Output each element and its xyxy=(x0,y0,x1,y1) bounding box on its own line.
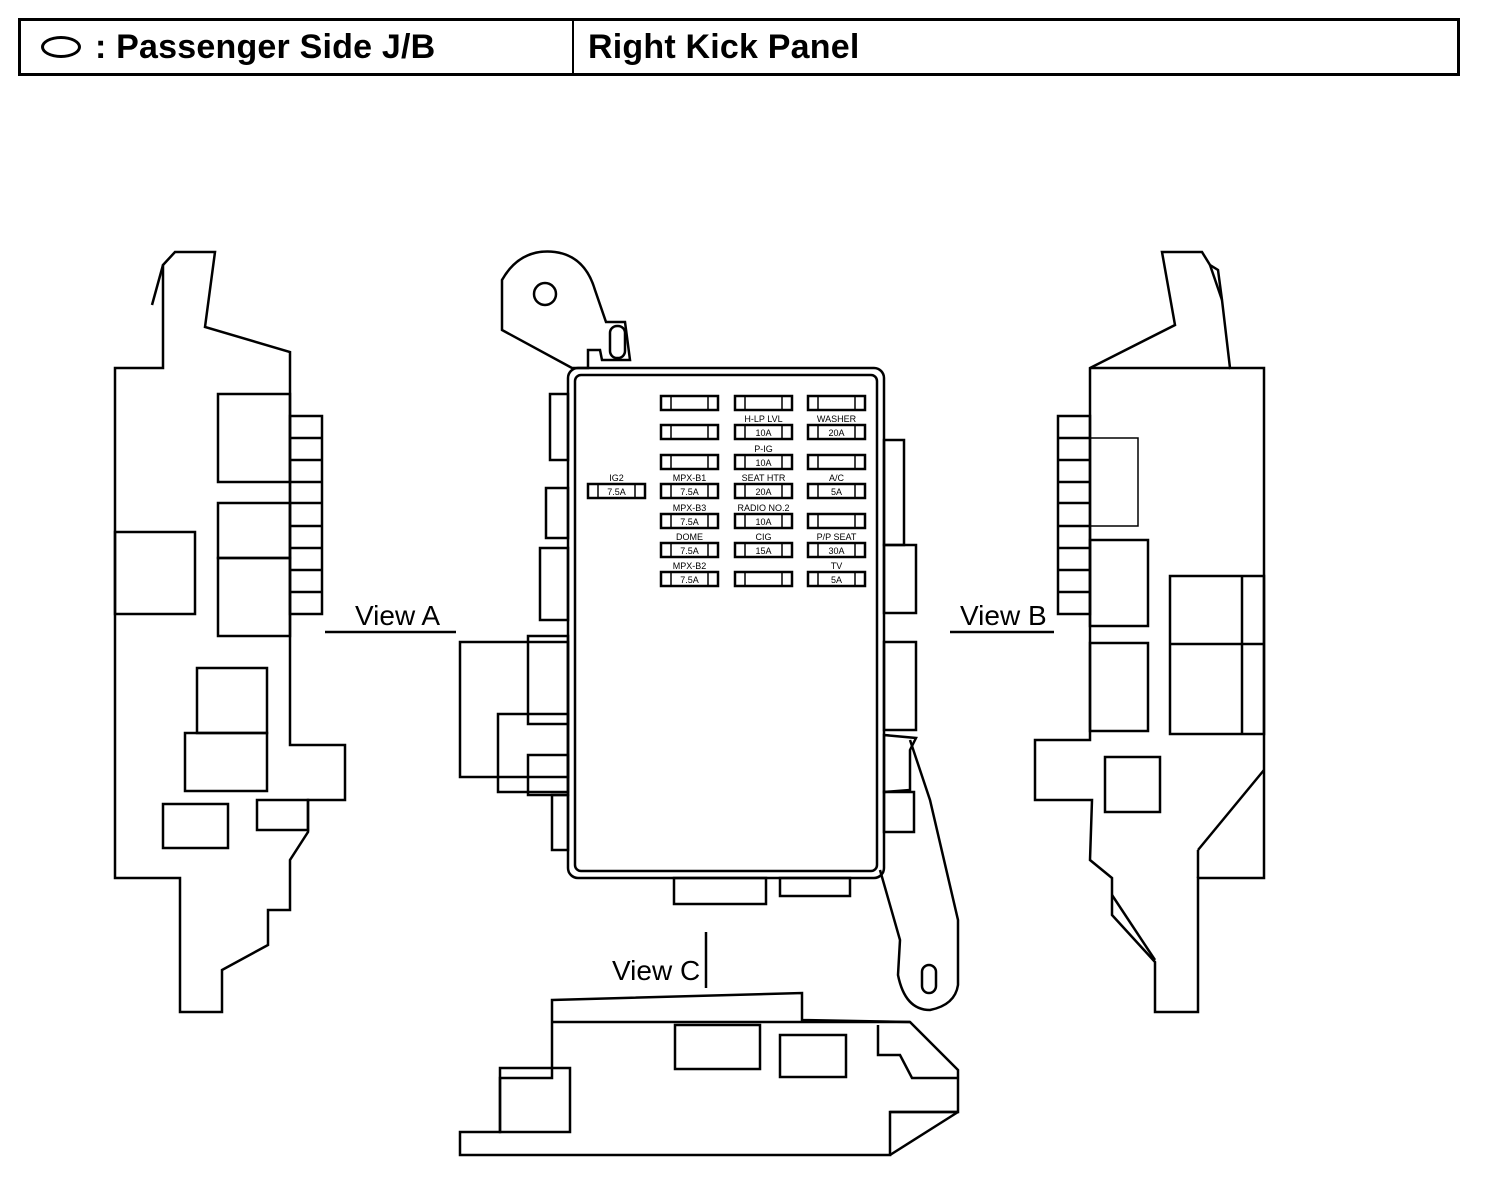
fuse-label: MPX-B1 xyxy=(673,473,707,483)
fuse-r4-c1: 7.5A MPX-B1 xyxy=(659,473,720,500)
fuse-body xyxy=(806,482,867,500)
fuse-r3-c2: 10A P-IG xyxy=(733,444,794,471)
left-side-view xyxy=(113,250,347,1014)
fuse-label: SEAT HTR xyxy=(742,473,786,483)
fuse-r1-c3 xyxy=(806,394,867,412)
fuse-rating: 5A xyxy=(831,487,842,497)
fuse-r2-c3: 20A WASHER xyxy=(806,414,867,441)
fuse-body xyxy=(659,394,720,412)
view-c-label: View C xyxy=(612,955,700,986)
fuse-r3-c1 xyxy=(659,453,720,471)
fuse-label: P/P SEAT xyxy=(817,532,857,542)
location-cell: Right Kick Panel xyxy=(574,21,1457,73)
fuse-r5-c2: 10A RADIO NO.2 xyxy=(733,503,794,530)
fuse-r1-c2 xyxy=(733,394,794,412)
fuse-r5-c1: 7.5A MPX-B3 xyxy=(659,503,720,530)
fuse-body xyxy=(806,423,867,441)
fuse-label: MPX-B2 xyxy=(673,561,707,571)
fuse-body xyxy=(659,482,720,500)
fuse-body xyxy=(733,394,794,412)
fuse-rating: 7.5A xyxy=(680,517,699,527)
fuse-label: RADIO NO.2 xyxy=(737,503,789,513)
fuse-label: H-LP LVL xyxy=(744,414,782,424)
fuse-body xyxy=(659,512,720,530)
fuse-label: CIG xyxy=(755,532,771,542)
fuse-r4-c3: 5A A/C xyxy=(806,473,867,500)
fuse-body xyxy=(733,541,794,559)
fuse-label: A/C xyxy=(829,473,845,483)
fuse-body xyxy=(733,482,794,500)
right-side-view xyxy=(1033,250,1266,1014)
fuse-body xyxy=(733,423,794,441)
fuse-r7-c3: 5A TV xyxy=(806,561,867,588)
fuse-rating: 20A xyxy=(828,428,844,438)
fuse-label: P-IG xyxy=(754,444,773,454)
fuse-body xyxy=(733,570,794,588)
fuse-r7-c2 xyxy=(733,570,794,588)
view-a-label: View A xyxy=(355,600,440,631)
fuse-r6-c1: 7.5A DOME xyxy=(659,532,720,559)
fuse-rating: 15A xyxy=(755,546,771,556)
oval-icon xyxy=(41,36,81,58)
fuse-label: IG2 xyxy=(609,473,624,483)
bottom-view xyxy=(458,991,960,1157)
fuse-body xyxy=(659,423,720,441)
fuse-rating: 20A xyxy=(755,487,771,497)
fuse-body xyxy=(733,453,794,471)
fuse-body xyxy=(659,453,720,471)
fuse-r6-c3: 30A P/P SEAT xyxy=(806,532,867,559)
fuse-body xyxy=(586,482,647,500)
legend-cell: : Passenger Side J/B xyxy=(21,21,574,73)
fuse-panel: 10A H-LP LVL 20A WASHER 10A P-IG 7.5A IG2 7.5A MP… xyxy=(586,394,867,588)
fuse-body xyxy=(806,570,867,588)
fuse-rating: 7.5A xyxy=(680,546,699,556)
fuse-body xyxy=(806,394,867,412)
legend-text: : Passenger Side J/B xyxy=(95,28,436,66)
fuse-rating: 30A xyxy=(828,546,844,556)
fuse-r2-c2: 10A H-LP LVL xyxy=(733,414,794,441)
fuse-rating: 7.5A xyxy=(680,487,699,497)
fuse-body xyxy=(659,541,720,559)
fuse-r5-c3 xyxy=(806,512,867,530)
fuse-body xyxy=(733,512,794,530)
fuse-r6-c2: 15A CIG xyxy=(733,532,794,559)
fuse-label: MPX-B3 xyxy=(673,503,707,513)
fuse-r2-c1 xyxy=(659,423,720,441)
fuse-r3-c3 xyxy=(806,453,867,471)
fuse-rating: 7.5A xyxy=(680,575,699,585)
fuse-label: DOME xyxy=(676,532,703,542)
view-b-label: View B xyxy=(960,600,1047,631)
fuse-rating: 10A xyxy=(755,458,771,468)
junction-block-front: 10A H-LP LVL 20A WASHER 10A P-IG 7.5A IG2 7.5A MP… xyxy=(458,250,960,1012)
fuse-body xyxy=(659,570,720,588)
title-bar: : Passenger Side J/B Right Kick Panel xyxy=(18,18,1460,76)
fuse-label: WASHER xyxy=(817,414,857,424)
fuse-rating: 10A xyxy=(755,517,771,527)
location-text: Right Kick Panel xyxy=(588,28,860,66)
fuse-rating: 5A xyxy=(831,575,842,585)
fuse-r1-c1 xyxy=(659,394,720,412)
fuse-label: TV xyxy=(831,561,843,571)
fuse-rating: 10A xyxy=(755,428,771,438)
fuse-ig2: 7.5A IG2 xyxy=(586,473,647,500)
fuse-r4-c2: 20A SEAT HTR xyxy=(733,473,794,500)
fuse-body xyxy=(806,541,867,559)
fuse-r7-c1: 7.5A MPX-B2 xyxy=(659,561,720,588)
fuse-body xyxy=(806,453,867,471)
fuse-rating: 7.5A xyxy=(607,487,626,497)
fuse-body xyxy=(806,512,867,530)
